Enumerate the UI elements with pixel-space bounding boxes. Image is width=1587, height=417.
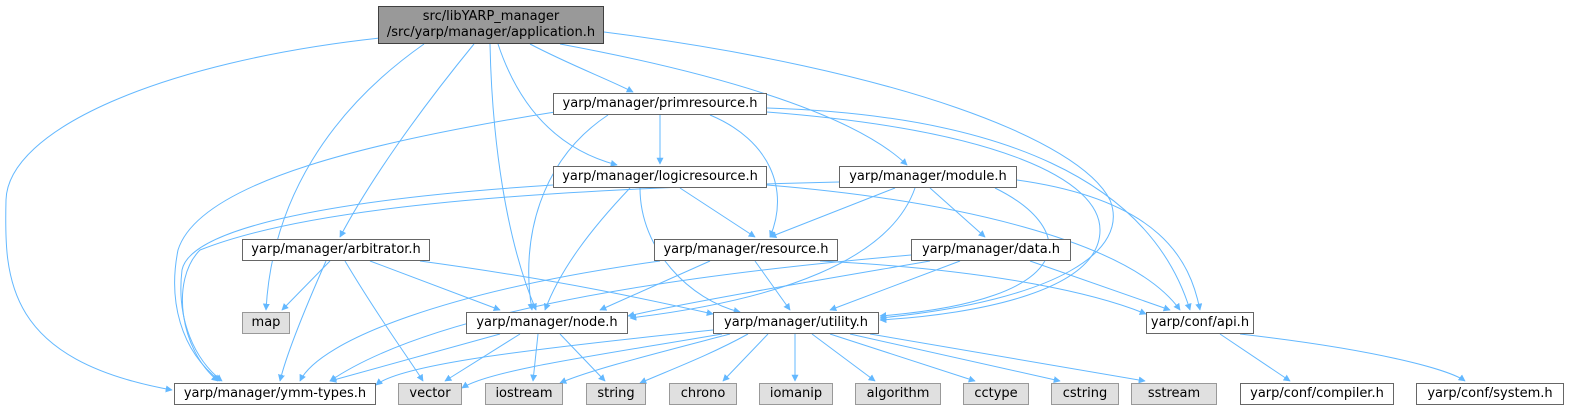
edge-res-api [819, 260, 1147, 315]
root-node-line-2: /src/yarp/manager/application.h [386, 25, 596, 40]
root-node-line-1: src/libYARP_manager [422, 9, 560, 24]
edge-node-ymm [329, 333, 501, 383]
edge-prim-api [766, 107, 1192, 311]
edge-res-node [599, 260, 711, 311]
node-vector[interactable]: vector [398, 383, 462, 405]
edge-res-ymm [299, 260, 661, 382]
edge-util-cstring [849, 333, 1061, 384]
edge-util-sstream [869, 333, 1146, 384]
edge-util-iostream [559, 333, 731, 384]
edge-arb-ymm [278, 260, 327, 382]
node-compiler-h[interactable]: yarp/conf/compiler.h [1240, 383, 1394, 405]
node-iostream[interactable]: iostream [485, 383, 563, 405]
edge-root-ymm [5, 37, 381, 393]
edge-module-resource [769, 187, 896, 238]
node-chrono[interactable]: chrono [669, 383, 737, 405]
edge-api-system [1239, 333, 1466, 382]
node-module-h[interactable]: yarp/manager/module.h [839, 166, 1017, 188]
node-utility-h[interactable]: yarp/manager/utility.h [713, 312, 879, 334]
edge-util-string [639, 333, 749, 384]
edge-prim-utility [766, 111, 1101, 324]
node-cctype[interactable]: cctype [963, 383, 1029, 405]
node-api-h[interactable]: yarp/conf/api.h [1146, 312, 1254, 334]
edge-logic-resource [679, 187, 756, 238]
node-system-h[interactable]: yarp/conf/system.h [1416, 383, 1564, 405]
edge-prim-resource [709, 114, 778, 238]
edge-prim-ymm [174, 111, 556, 382]
edge-root-node [489, 43, 537, 311]
node-sstream[interactable]: sstream [1131, 383, 1217, 405]
edge-root-map [262, 43, 425, 311]
edge-data-api [1029, 260, 1171, 312]
node-iomanip[interactable]: iomanip [759, 383, 833, 405]
node-primresource-h[interactable]: yarp/manager/primresource.h [553, 93, 767, 115]
edge-logic-ymm [180, 184, 554, 382]
edge-module-utility [879, 187, 1050, 319]
edge-module-data [929, 187, 986, 238]
node-logicresource-h[interactable]: yarp/manager/logicresource.h [553, 166, 767, 188]
edge-arb-node [369, 260, 501, 312]
edge-node-iostream [530, 333, 539, 382]
edge-util-ymm [375, 329, 714, 386]
edge-arb-utility [419, 260, 714, 317]
node-ymm-types-h[interactable]: yarp/manager/ymm-types.h [174, 383, 376, 405]
edge-util-algorithm [811, 333, 876, 382]
edge-data-ymm [329, 254, 912, 382]
node-map[interactable]: map [242, 312, 290, 334]
edge-root-logicresource [497, 43, 618, 167]
edge-util-vector [461, 333, 723, 389]
node-data-h[interactable]: yarp/manager/data.h [911, 239, 1071, 261]
edge-data-node [627, 260, 931, 319]
edge-logic-node [543, 187, 631, 311]
node-arbitrator-h[interactable]: yarp/manager/arbitrator.h [242, 239, 430, 261]
edge-root-primresource [529, 43, 634, 93]
edge-data-utility [829, 260, 961, 312]
root-node-application-h[interactable]: src/libYARP_manager /src/yarp/manager/ap… [378, 6, 604, 44]
edge-api-compiler [1219, 333, 1291, 382]
edge-root-arbitrator [339, 43, 475, 238]
edge-logic-utility [639, 187, 741, 314]
node-cstring[interactable]: cstring [1051, 383, 1119, 405]
edge-root-utility [603, 31, 1114, 321]
node-node-h[interactable]: yarp/manager/node.h [466, 312, 628, 334]
edge-arb-vector [344, 260, 424, 382]
edge-module-ymm [181, 181, 840, 382]
edge-logic-api [766, 184, 1181, 311]
edge-module-api [1016, 179, 1203, 311]
node-string[interactable]: string [586, 383, 646, 405]
node-resource-h[interactable]: yarp/manager/resource.h [654, 239, 838, 261]
edge-util-cctype [829, 333, 976, 383]
edge-module-node [629, 187, 916, 321]
node-algorithm[interactable]: algorithm [855, 383, 941, 405]
edge-res-utility [754, 260, 791, 311]
edge-util-chrono [722, 333, 769, 382]
